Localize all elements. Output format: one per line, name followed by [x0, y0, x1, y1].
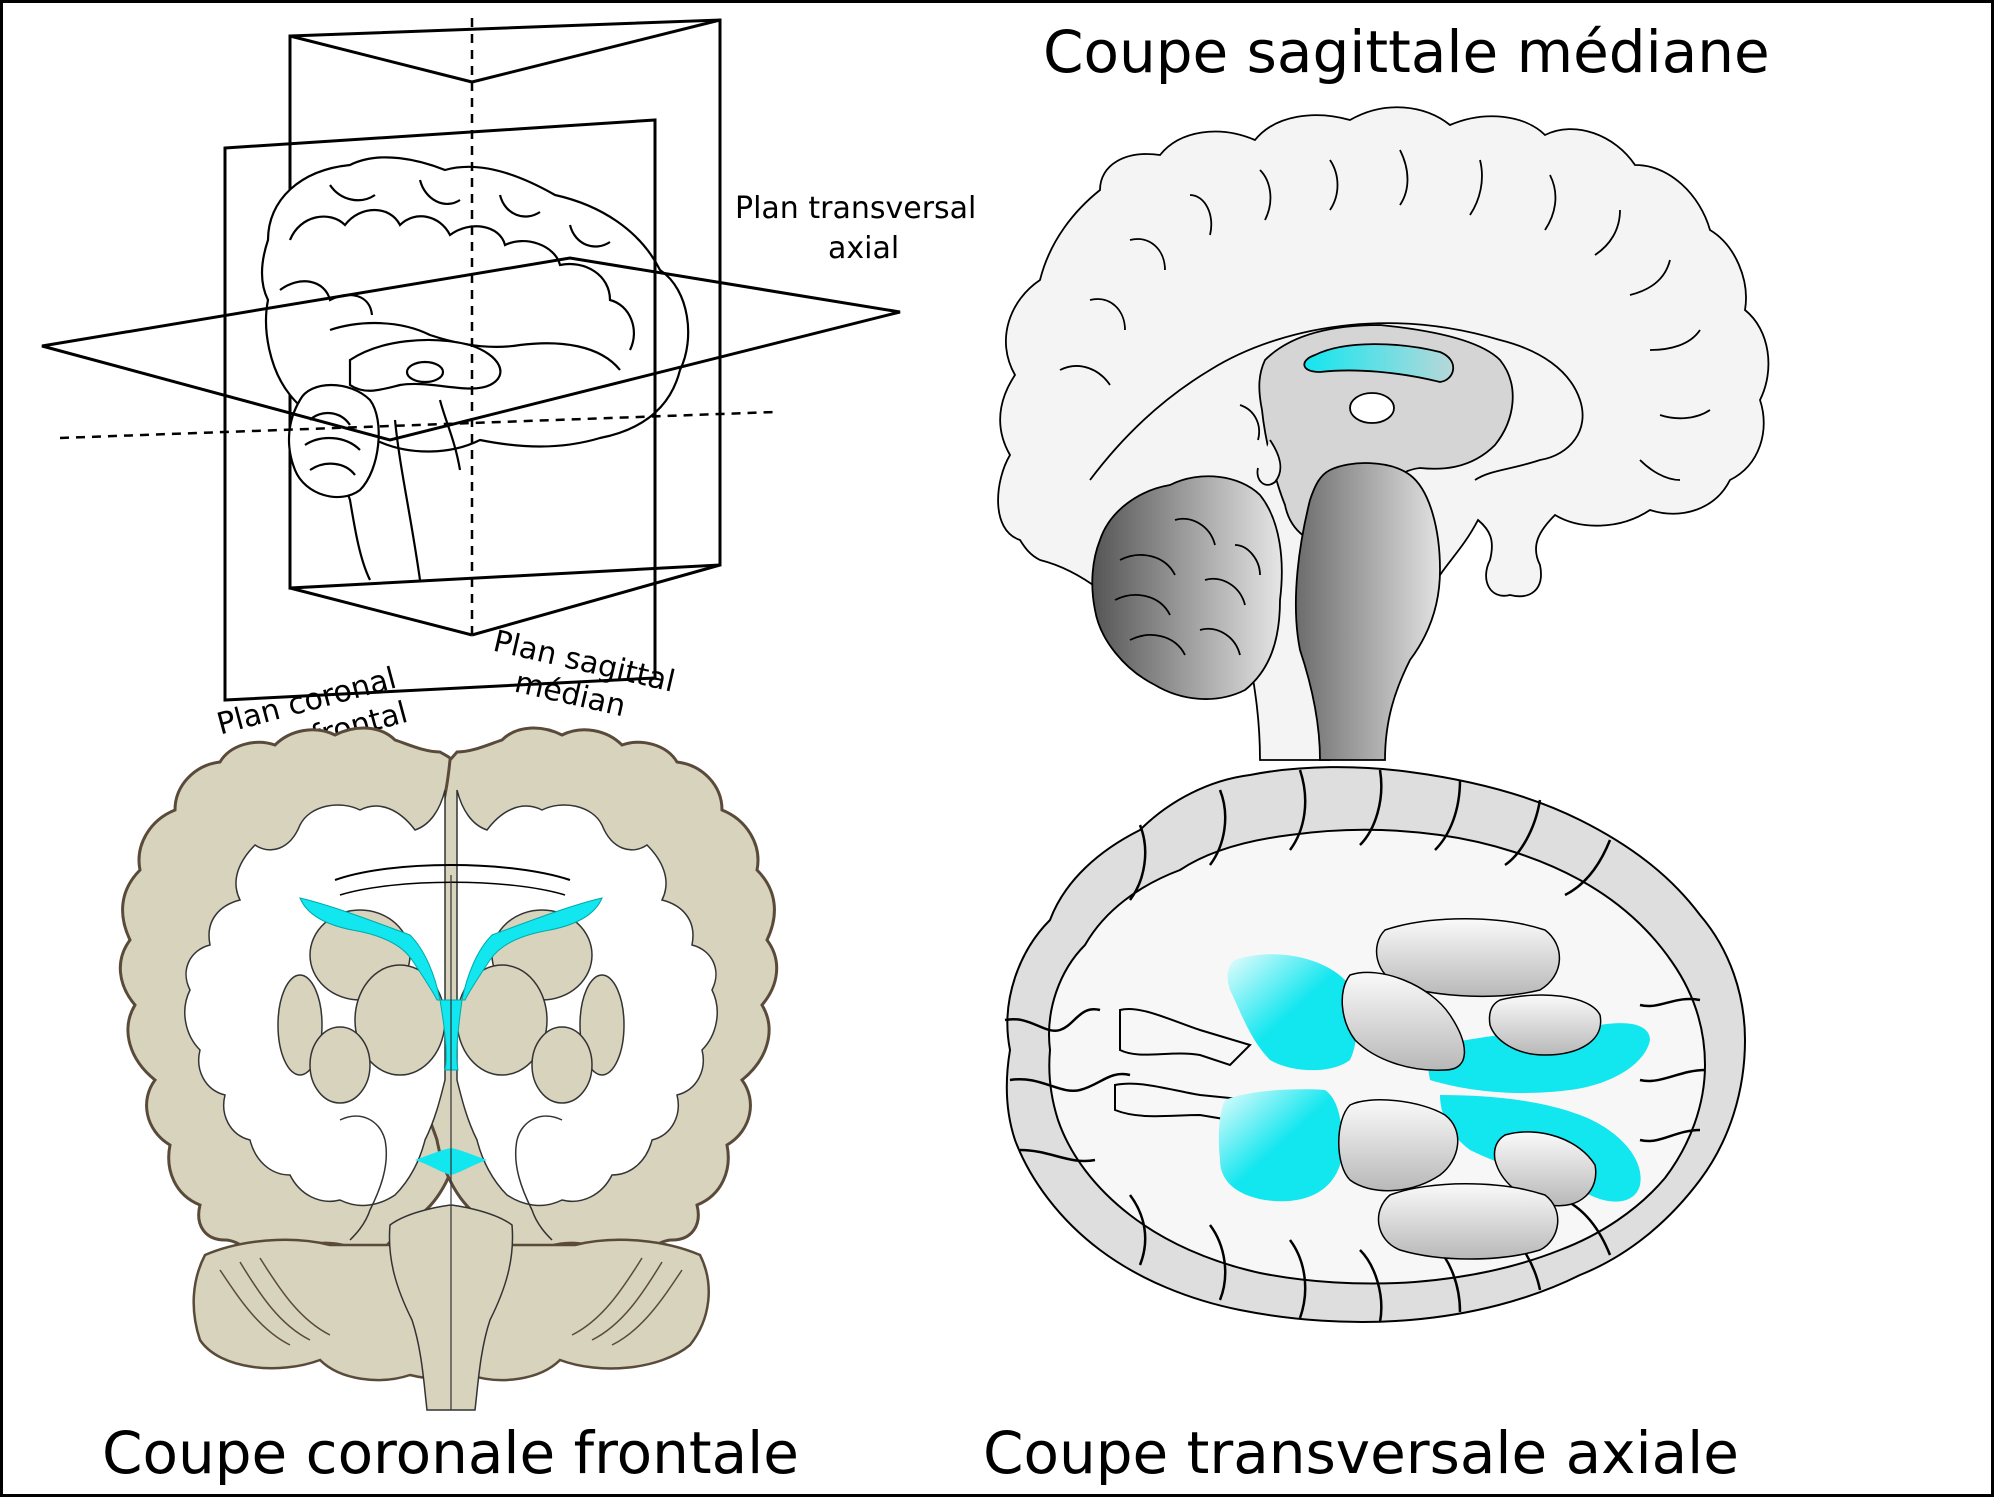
transverse-plane-label-1: Plan transversal	[735, 191, 976, 226]
coronal-section	[118, 726, 779, 1411]
brain-lateral-drawing	[260, 156, 690, 581]
sagittal-section	[997, 106, 1770, 761]
sagittal-section-title: Coupe sagittale médiane	[1043, 18, 1770, 86]
transverse-plane	[41, 256, 901, 442]
horizontal-axis-line	[59, 410, 776, 440]
planes-illustration	[41, 18, 901, 702]
coronal-section-title: Coupe coronale frontale	[102, 1419, 799, 1487]
transverse-plane-label-2: axial	[828, 231, 899, 266]
transverse-section-title: Coupe transversale axiale	[983, 1419, 1739, 1487]
transverse-section	[1004, 766, 1747, 1323]
